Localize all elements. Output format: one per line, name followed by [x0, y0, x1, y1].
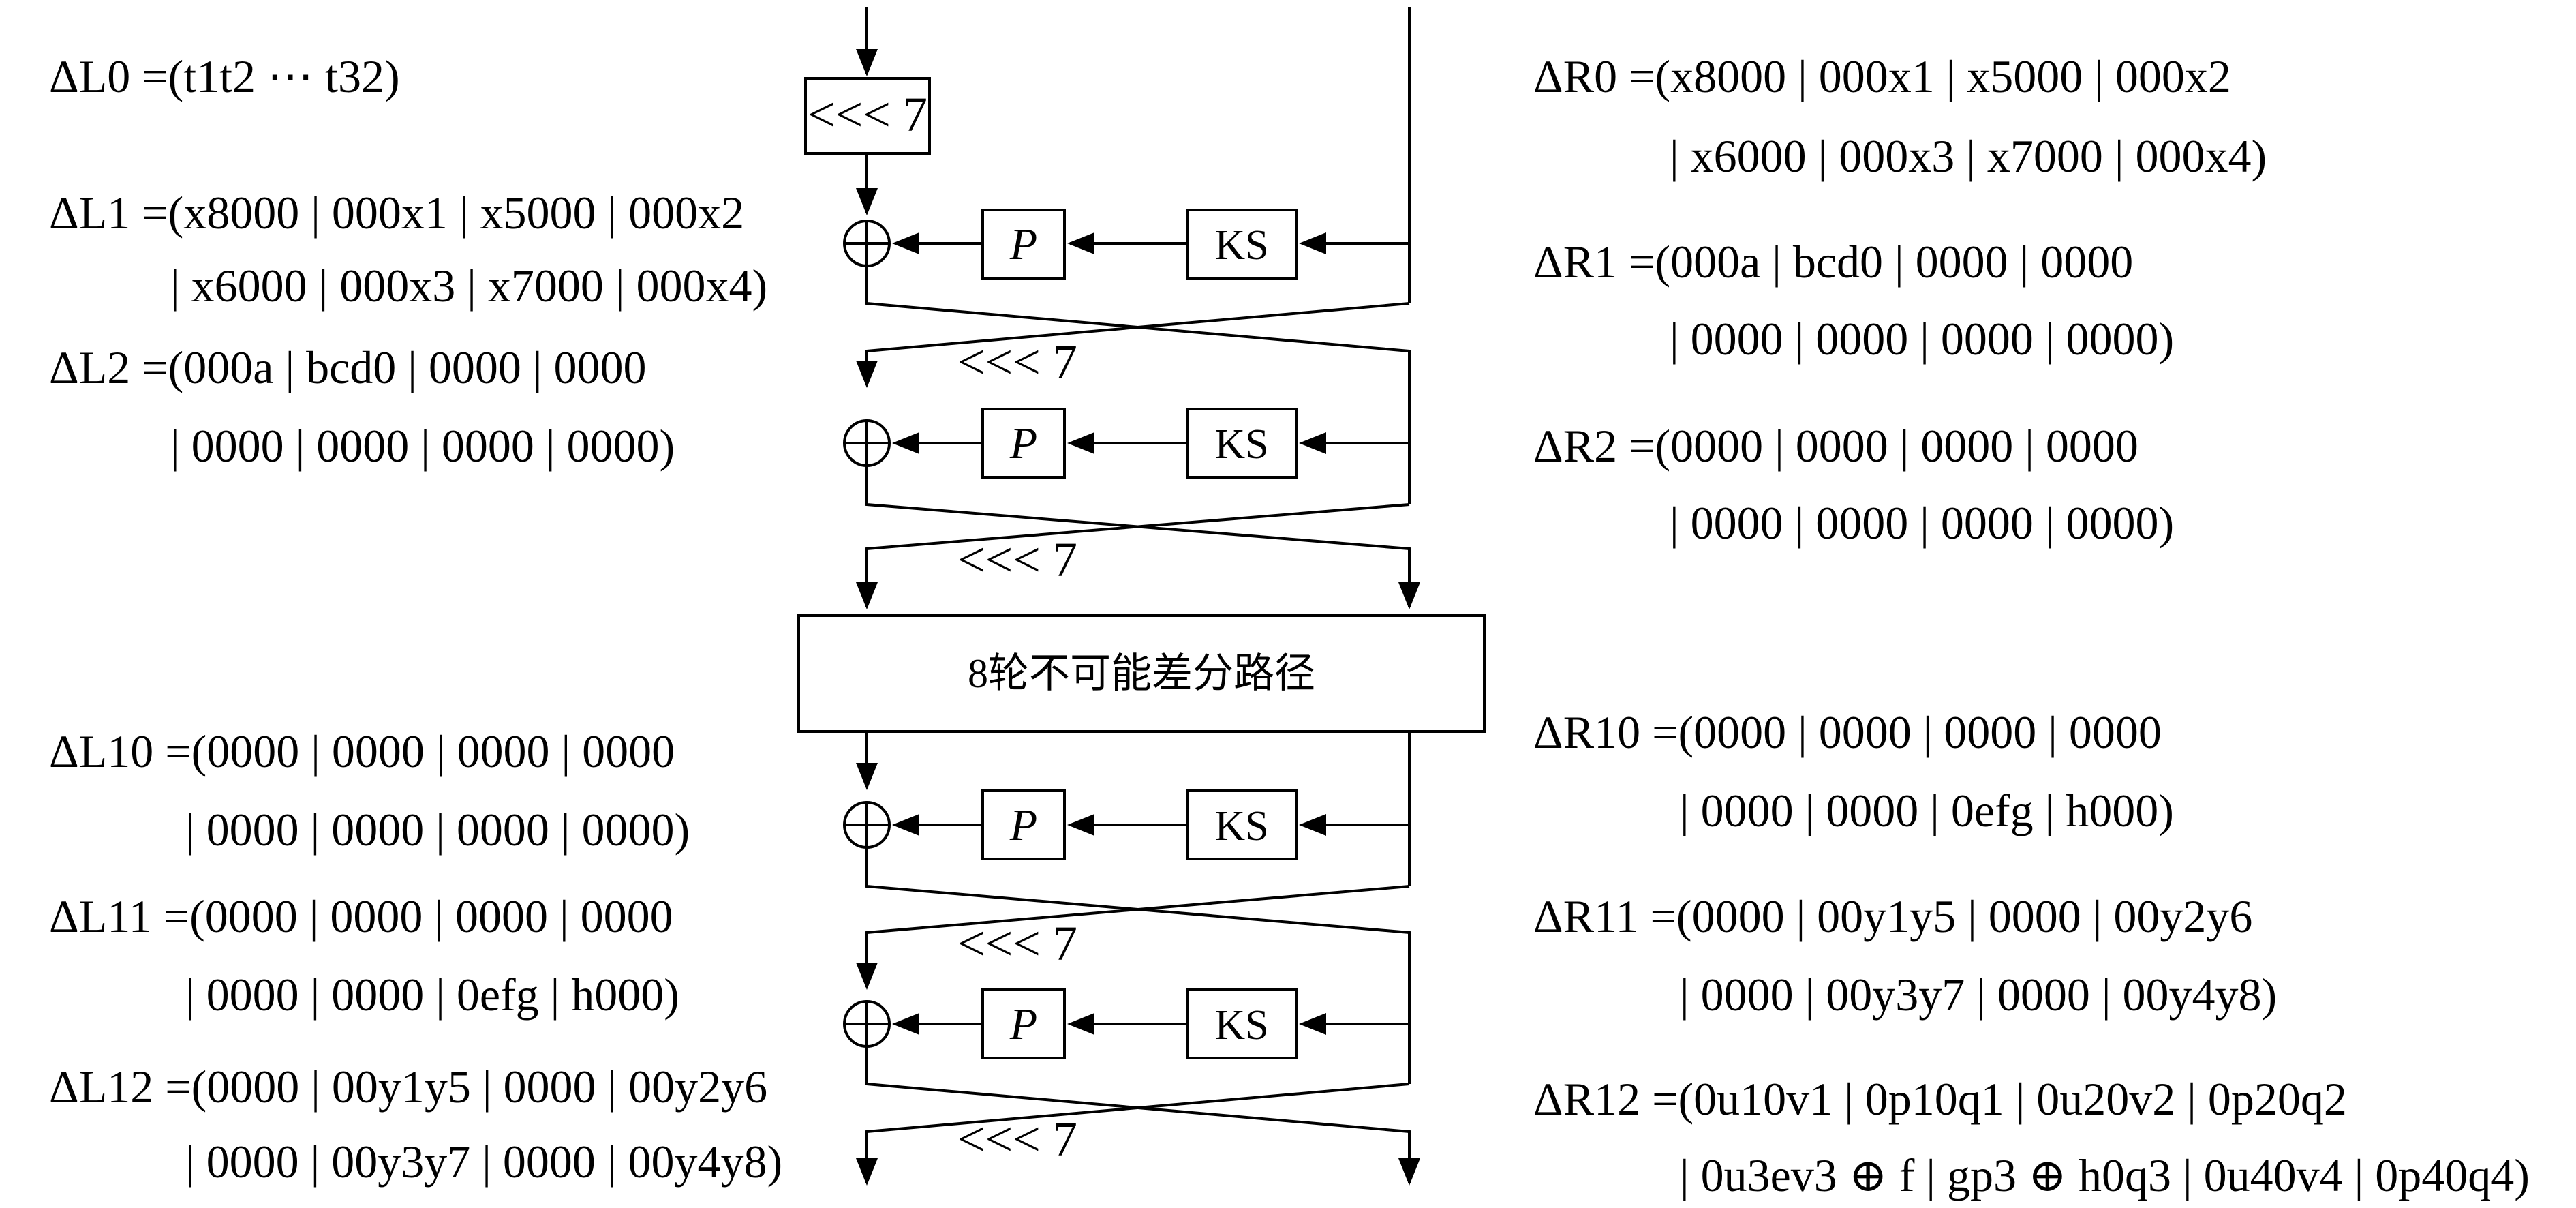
delta-l2-line-2: | 0000 | 0000 | 0000 | 0000)	[170, 420, 675, 472]
ks-box-1-label: KS	[1214, 222, 1268, 269]
delta-r11-continuation: | 0000 | 00y3y7 | 0000 | 00y4y8)	[1680, 971, 2277, 1018]
delta-l0-label: ΔL0 =	[49, 50, 168, 102]
delta-r12-label: ΔR12 =	[1533, 1073, 1678, 1125]
delta-l1-continuation: | x6000 | 000x3 | x7000 | 000x4)	[170, 262, 767, 309]
delta-l2-continuation: | 0000 | 0000 | 0000 | 0000)	[170, 423, 675, 469]
delta-r10-line-1: (0000 | 0000 | 0000 | 0000	[1678, 706, 2162, 758]
delta-r10-equation: ΔR10 = (0000 | 0000 | 0000 | 0000	[1533, 709, 2162, 755]
rotate-label-2: <<< 7	[957, 532, 1077, 587]
delta-l11-equation: ΔL11 = (0000 | 0000 | 0000 | 0000	[49, 893, 673, 939]
delta-r10-label: ΔR10 =	[1533, 706, 1678, 758]
middle-box	[797, 614, 1486, 733]
p-box-3-label: P	[1009, 800, 1037, 850]
p-box-2-label: P	[1009, 419, 1037, 468]
delta-r11-label: ΔR11 =	[1533, 890, 1676, 942]
delta-l1-line-2: | x6000 | 000x3 | x7000 | 000x4)	[170, 260, 768, 312]
middle-box-label: 8轮不可能差分路径	[968, 651, 1315, 696]
delta-l12-label: ΔL12 =	[49, 1061, 191, 1113]
delta-l2-label: ΔL2 =	[49, 342, 168, 393]
swap-4-right-to-left	[856, 1083, 1410, 1186]
swap-1-right-to-left	[856, 302, 1410, 388]
delta-l10-label: ΔL10 =	[49, 725, 191, 777]
delta-l0-equation: ΔL0 = (t1t2 ⋯ t32)	[49, 53, 400, 100]
delta-r12-continuation: | 0u3ev3 ⊕ f | gp3 ⊕ h0q3 | 0u40v4 | 0p4…	[1680, 1152, 2530, 1198]
delta-r1-line-2: | 0000 | 0000 | 0000 | 0000)	[1670, 313, 2175, 365]
delta-l1-equation: ΔL1 = (x8000 | 000x1 | x5000 | 000x2	[49, 190, 744, 236]
delta-l11-label: ΔL11 =	[49, 890, 190, 942]
delta-l12-continuation: | 0000 | 00y3y7 | 0000 | 00y4y8)	[185, 1138, 782, 1185]
delta-l11-line-1: (0000 | 0000 | 0000 | 0000	[189, 890, 673, 942]
ks-box-2-label: KS	[1214, 421, 1268, 468]
delta-r10-line-2: | 0000 | 0000 | 0efg | h000)	[1680, 785, 2174, 836]
swap-3-left-to-right	[865, 847, 1411, 1084]
delta-l10-equation: ΔL10 = (0000 | 0000 | 0000 | 0000	[49, 728, 675, 774]
delta-r2-continuation: | 0000 | 0000 | 0000 | 0000)	[1670, 500, 2174, 546]
delta-l11-line-2: | 0000 | 0000 | 0efg | h000)	[185, 969, 679, 1021]
swap-2-left-to-right	[865, 466, 1420, 609]
delta-l11-continuation: | 0000 | 0000 | 0efg | h000)	[185, 971, 679, 1018]
p-box-1-label: P	[1009, 220, 1037, 269]
delta-r1-continuation: | 0000 | 0000 | 0000 | 0000)	[1670, 316, 2174, 362]
delta-l12-line-2: | 0000 | 00y3y7 | 0000 | 00y4y8)	[185, 1136, 783, 1188]
delta-l10-line-2: | 0000 | 0000 | 0000 | 0000)	[185, 804, 690, 856]
delta-r0-continuation: | x6000 | 000x3 | x7000 | 000x4)	[1670, 133, 2267, 179]
delta-r2-equation: ΔR2 = (0000 | 0000 | 0000 | 0000	[1533, 423, 2138, 469]
rotate-label-4: <<< 7	[957, 1112, 1077, 1166]
delta-r0-equation: ΔR0 = (x8000 | 000x1 | x5000 | 000x2	[1533, 53, 2231, 100]
delta-r2-label: ΔR2 =	[1533, 420, 1655, 472]
p-box-4-label: P	[1009, 999, 1037, 1049]
delta-r2-line-2: | 0000 | 0000 | 0000 | 0000)	[1670, 497, 2175, 549]
delta-l1-line-1: (x8000 | 000x1 | x5000 | 000x2	[168, 187, 745, 239]
delta-r0-line-1: (x8000 | 000x1 | x5000 | 000x2	[1655, 50, 2231, 102]
delta-r0-label: ΔR0 =	[1533, 50, 1655, 102]
delta-r10-continuation: | 0000 | 0000 | 0efg | h000)	[1680, 787, 2174, 834]
delta-r12-line-2: | 0u3ev3 ⊕ f | gp3 ⊕ h0q3 | 0u40v4 | 0p4…	[1680, 1149, 2530, 1201]
delta-l10-line-1: (0000 | 0000 | 0000 | 0000	[191, 725, 675, 777]
ks-box-3-label: KS	[1214, 803, 1268, 849]
delta-r12-equation: ΔR12 = (0u10v1 | 0p10q1 | 0u20v2 | 0p20q…	[1533, 1076, 2347, 1122]
swap-2-right-to-left	[856, 503, 1410, 609]
delta-r1-label: ΔR1 =	[1533, 236, 1655, 288]
delta-r2-line-1: (0000 | 0000 | 0000 | 0000	[1655, 420, 2138, 472]
rotate-label-3: <<< 7	[957, 916, 1077, 971]
delta-r11-line-2: | 0000 | 00y3y7 | 0000 | 00y4y8)	[1680, 969, 2278, 1021]
swap-4-left-to-right	[865, 1046, 1420, 1186]
delta-l0-line-1: (t1t2 ⋯ t32)	[168, 50, 400, 102]
delta-r12-line-1: (0u10v1 | 0p10q1 | 0u20v2 | 0p20q2	[1678, 1073, 2347, 1125]
ks-box-4-label: KS	[1214, 1002, 1268, 1048]
swap-3-right-to-left	[856, 885, 1410, 990]
delta-r1-line-1: (000a | bcd0 | 0000 | 0000	[1655, 236, 2134, 288]
rotate-label-1: <<< 7	[957, 335, 1077, 389]
delta-r0-line-2: | x6000 | 000x3 | x7000 | 000x4)	[1670, 130, 2267, 182]
delta-r1-equation: ΔR1 = (000a | bcd0 | 0000 | 0000	[1533, 239, 2133, 285]
delta-r11-equation: ΔR11 = (0000 | 00y1y5 | 0000 | 00y2y6	[1533, 893, 2252, 939]
swap-1-left-to-right	[865, 266, 1411, 504]
delta-r11-line-1: (0000 | 00y1y5 | 0000 | 00y2y6	[1676, 890, 2253, 942]
delta-l12-equation: ΔL12 = (0000 | 00y1y5 | 0000 | 00y2y6	[49, 1063, 767, 1110]
delta-l2-equation: ΔL2 = (000a | bcd0 | 0000 | 0000	[49, 344, 646, 391]
delta-l10-continuation: | 0000 | 0000 | 0000 | 0000)	[185, 806, 690, 853]
rotate-box-label: <<< 7	[808, 87, 927, 142]
delta-l1-label: ΔL1 =	[49, 187, 168, 239]
delta-l12-line-1: (0000 | 00y1y5 | 0000 | 00y2y6	[191, 1061, 768, 1113]
delta-l2-line-1: (000a | bcd0 | 0000 | 0000	[168, 342, 647, 393]
